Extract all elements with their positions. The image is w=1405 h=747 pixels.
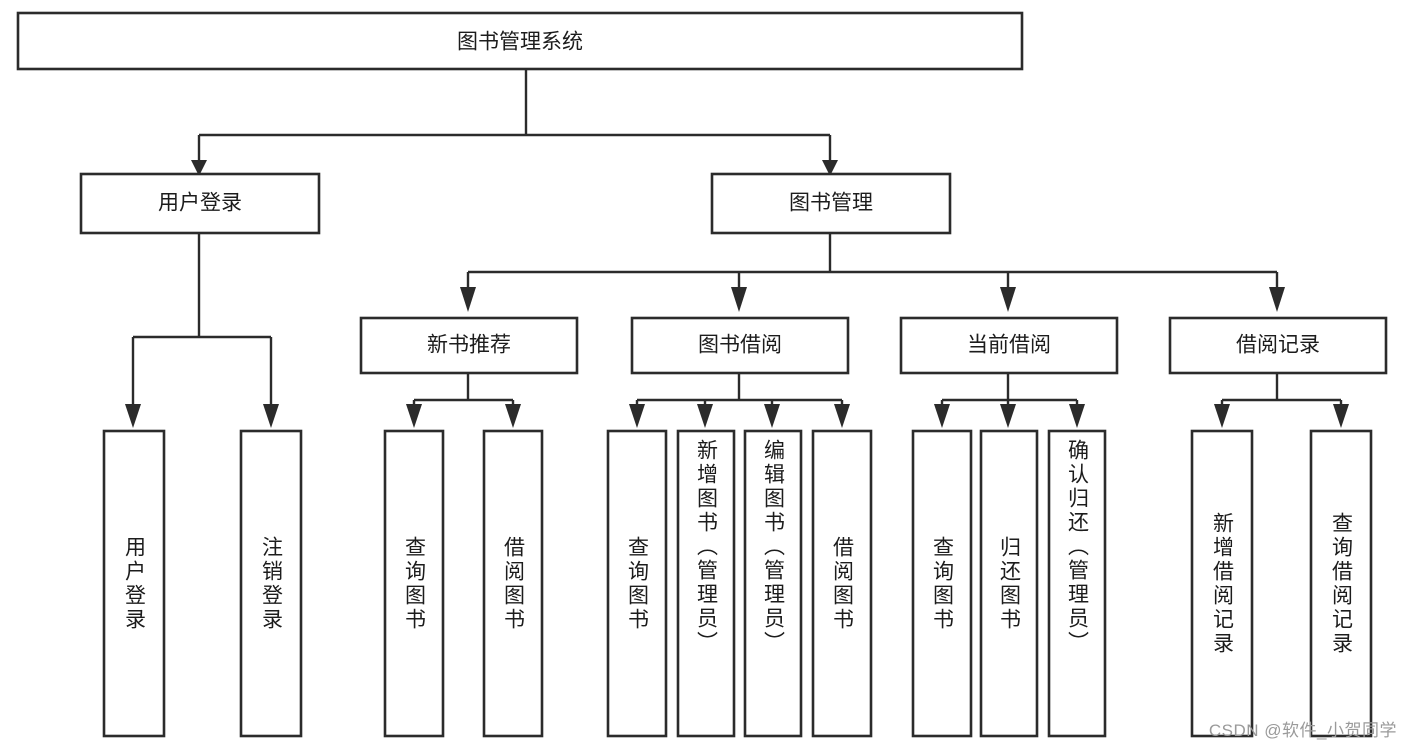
arrow-head-leaf-edit-book bbox=[764, 404, 780, 428]
node-leaf-confirm-return-rect[interactable] bbox=[1047, 429, 1107, 738]
node-new-book-recommend-rect bbox=[359, 316, 579, 375]
node-leaf-borrow-book-1[interactable]: 借阅图书 bbox=[484, 431, 542, 736]
node-leaf-add-record-rect[interactable] bbox=[1190, 429, 1254, 738]
arrow-head-new-book-recommend bbox=[460, 287, 476, 312]
node-leaf-query-book-3-label: 查询图书 bbox=[930, 535, 954, 632]
arrow-head-leaf-confirm-return bbox=[1069, 404, 1085, 428]
node-user-login-rect bbox=[79, 172, 321, 235]
node-leaf-edit-book-rect[interactable] bbox=[743, 429, 803, 738]
arrow-head-user-login bbox=[191, 160, 207, 176]
arrow-head-current-borrow bbox=[1000, 287, 1016, 312]
node-leaf-add-record[interactable]: 新增借阅记录 bbox=[1192, 431, 1252, 736]
node-leaf-query-book-1-rect[interactable] bbox=[383, 429, 445, 738]
node-title-label: 图书管理系统 bbox=[457, 31, 583, 54]
arrow-head-leaf-user-login bbox=[125, 404, 141, 428]
arrow-head-leaf-query-record bbox=[1333, 404, 1349, 428]
node-leaf-query-record-rect[interactable] bbox=[1309, 429, 1373, 738]
node-new-book-recommend[interactable]: 新书推荐 bbox=[359, 316, 579, 375]
node-current-borrow-rect bbox=[899, 316, 1119, 375]
node-current-borrow[interactable]: 当前借阅 bbox=[899, 316, 1119, 375]
node-leaf-add-record-label: 新增借阅记录 bbox=[1210, 511, 1234, 656]
arrow-head-leaf-borrow-book-1 bbox=[505, 404, 521, 428]
node-book-borrow[interactable]: 图书借阅 bbox=[630, 316, 850, 375]
node-borrow-record[interactable]: 借阅记录 bbox=[1168, 316, 1388, 375]
node-book-borrow-rect bbox=[630, 316, 850, 375]
node-user-login[interactable]: 用户登录 bbox=[79, 172, 321, 235]
node-book-management-rect bbox=[710, 172, 952, 235]
arrow-head-leaf-return-book bbox=[1000, 404, 1016, 428]
node-leaf-borrow-book-2-label: 借阅图书 bbox=[830, 535, 854, 632]
node-book-management-label: 图书管理 bbox=[789, 192, 873, 215]
node-leaf-query-record-label: 查询借阅记录 bbox=[1329, 511, 1353, 656]
arrow-head-leaf-query-book-1 bbox=[406, 404, 422, 428]
node-leaf-user-login-label: 用户登录 bbox=[122, 535, 146, 632]
node-leaf-edit-book-label: 编辑图书（管理员） bbox=[761, 439, 785, 655]
node-leaf-query-book-1[interactable]: 查询图书 bbox=[385, 431, 443, 736]
node-leaf-query-book-1-label: 查询图书 bbox=[402, 535, 426, 632]
node-leaf-add-book[interactable]: 新增图书（管理员） bbox=[678, 431, 734, 736]
node-leaf-logout-login-label: 注销登录 bbox=[259, 535, 283, 632]
node-leaf-borrow-book-2[interactable]: 借阅图书 bbox=[813, 431, 871, 736]
node-leaf-query-book-2-label: 查询图书 bbox=[625, 535, 649, 632]
node-leaf-add-book-label: 新增图书（管理员） bbox=[694, 439, 718, 655]
connector-group bbox=[125, 69, 1349, 428]
node-leaf-logout-login[interactable]: 注销登录 bbox=[241, 431, 301, 736]
arrow-head-leaf-logout-login bbox=[263, 404, 279, 428]
node-leaf-return-book-rect[interactable] bbox=[979, 429, 1039, 738]
node-leaf-logout-login-rect[interactable] bbox=[239, 429, 303, 738]
node-leaf-query-book-2-rect[interactable] bbox=[606, 429, 668, 738]
node-leaf-user-login-rect[interactable] bbox=[102, 429, 166, 738]
node-leaf-confirm-return-label: 确认归还（管理员） bbox=[1065, 439, 1089, 655]
node-title-box[interactable]: 图书管理系统 bbox=[16, 11, 1024, 71]
node-current-borrow-label: 当前借阅 bbox=[967, 334, 1051, 357]
node-leaf-confirm-return[interactable]: 确认归还（管理员） bbox=[1049, 431, 1105, 736]
node-leaf-return-book-label: 归还图书 bbox=[997, 535, 1021, 632]
arrow-head-book-borrow bbox=[731, 287, 747, 312]
node-title-box-rect bbox=[16, 11, 1024, 71]
node-leaf-query-book-2[interactable]: 查询图书 bbox=[608, 431, 666, 736]
node-leaf-borrow-book-2-rect[interactable] bbox=[811, 429, 873, 738]
node-book-management[interactable]: 图书管理 bbox=[710, 172, 952, 235]
arrow-head-leaf-borrow-book-2 bbox=[834, 404, 850, 428]
node-book-borrow-label: 图书借阅 bbox=[698, 334, 782, 357]
node-borrow-record-label: 借阅记录 bbox=[1236, 334, 1320, 357]
arrow-head-book-mgmt bbox=[822, 160, 838, 176]
node-leaf-return-book[interactable]: 归还图书 bbox=[981, 431, 1037, 736]
arrow-head-leaf-add-book bbox=[697, 404, 713, 428]
arrow-head-leaf-add-record bbox=[1214, 404, 1230, 428]
node-leaf-add-book-rect[interactable] bbox=[676, 429, 736, 738]
node-leaf-query-record[interactable]: 查询借阅记录 bbox=[1311, 431, 1371, 736]
node-leaf-query-book-3-rect[interactable] bbox=[911, 429, 973, 738]
arrow-head-borrow-record bbox=[1269, 287, 1285, 312]
csdn-watermark: CSDN @软件_小贺同学 bbox=[1208, 721, 1397, 740]
node-user-login-label: 用户登录 bbox=[158, 192, 242, 215]
node-leaf-user-login[interactable]: 用户登录 bbox=[104, 431, 164, 736]
node-leaf-edit-book[interactable]: 编辑图书（管理员） bbox=[745, 431, 801, 736]
node-leaf-borrow-book-1-rect[interactable] bbox=[482, 429, 544, 738]
node-leaf-query-book-3[interactable]: 查询图书 bbox=[913, 431, 971, 736]
arrow-head-leaf-query-book-2 bbox=[629, 404, 645, 428]
node-new-book-recommend-label: 新书推荐 bbox=[427, 334, 511, 357]
node-borrow-record-rect bbox=[1168, 316, 1388, 375]
node-leaf-borrow-book-1-label: 借阅图书 bbox=[501, 535, 525, 632]
arrow-head-leaf-query-book-3 bbox=[934, 404, 950, 428]
